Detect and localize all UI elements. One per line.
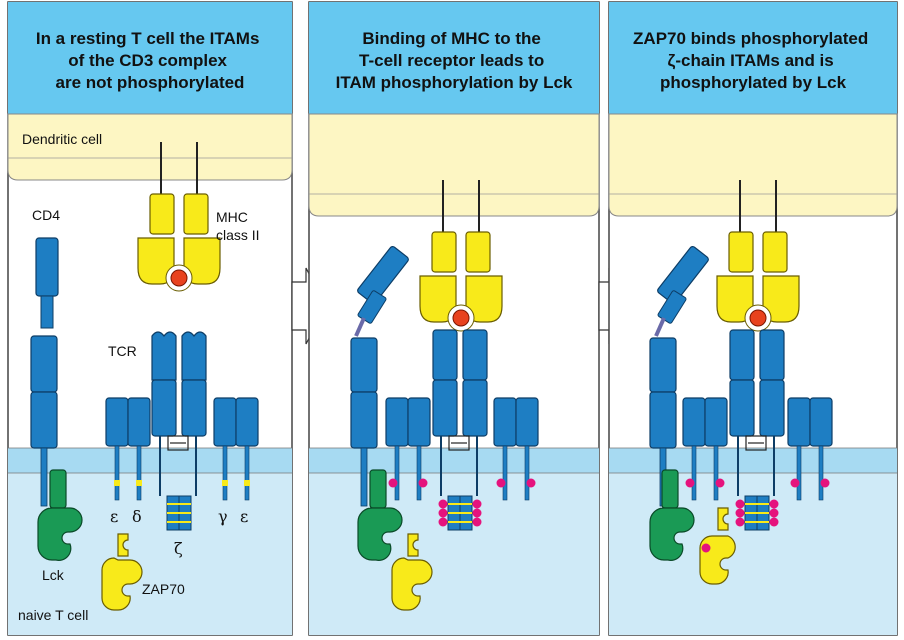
zap70-3 [699, 507, 736, 585]
delta-label: δ [132, 507, 142, 526]
dendritic-cell-membrane [7, 113, 293, 181]
tcr-3 [729, 329, 785, 496]
cd3-epsilon-delta-3 [682, 397, 728, 501]
tcr-2 [432, 329, 488, 496]
zeta-chains [166, 495, 192, 531]
zeta-chains-2 [438, 495, 482, 531]
cd3-epsilon-delta [105, 397, 151, 501]
mhc-label: MHC class II [216, 209, 260, 243]
cd4-3 [649, 245, 709, 507]
epsilon-left-label: ε [110, 507, 118, 526]
lck-3 [649, 469, 695, 561]
panel-3: ZAP70 binds phosphorylated ζ-chain ITAMs… [608, 1, 898, 636]
tcr-label: TCR [108, 343, 137, 359]
mhc-class-ii-2 [419, 180, 503, 332]
panel-3-header [609, 2, 897, 114]
cd3-gamma-epsilon-2 [493, 397, 539, 501]
cd3-gamma-epsilon [213, 397, 259, 501]
zap70-label: ZAP70 [142, 581, 185, 597]
lck-label: Lck [42, 567, 65, 583]
cd4 [30, 237, 59, 507]
panel-1-header [8, 2, 292, 114]
lck-2 [357, 469, 403, 561]
tcr [151, 331, 207, 496]
mhc-class-ii [137, 142, 221, 292]
panel-2: Binding of MHC to the T-cell receptor le… [308, 1, 600, 636]
panel-2-header [309, 2, 599, 114]
zeta-chains-3 [735, 495, 779, 531]
cd3-gamma-epsilon-3 [787, 397, 833, 501]
zap70 [101, 533, 143, 611]
epsilon-right-label: ε [240, 507, 248, 526]
panel-1-title: In a resting T cell the ITAMs of the CD3… [36, 29, 264, 92]
peptide [170, 269, 188, 287]
cd4-label: CD4 [32, 207, 60, 223]
panel-1: In a resting T cell the ITAMs of the CD3… [7, 1, 293, 636]
mhc-class-ii-3 [716, 180, 800, 332]
gamma-label: γ [218, 507, 228, 526]
zeta-label: ζ [174, 539, 183, 558]
panel-2-title: Binding of MHC to the T-cell receptor le… [336, 29, 573, 92]
cd4-2 [350, 245, 409, 507]
dendritic-cell-membrane-2 [308, 113, 600, 217]
t-cell-membrane [8, 448, 292, 473]
naive-t-cell-label: naive T cell [18, 607, 88, 623]
zap70-2 [391, 533, 433, 611]
cd3-epsilon-delta-2 [385, 397, 431, 501]
dendritic-cell-label: Dendritic cell [22, 131, 102, 147]
panel-3-title: ZAP70 binds phosphorylated ζ-chain ITAMs… [633, 29, 873, 92]
dendritic-cell-membrane-3 [608, 113, 898, 217]
lck [37, 469, 83, 561]
